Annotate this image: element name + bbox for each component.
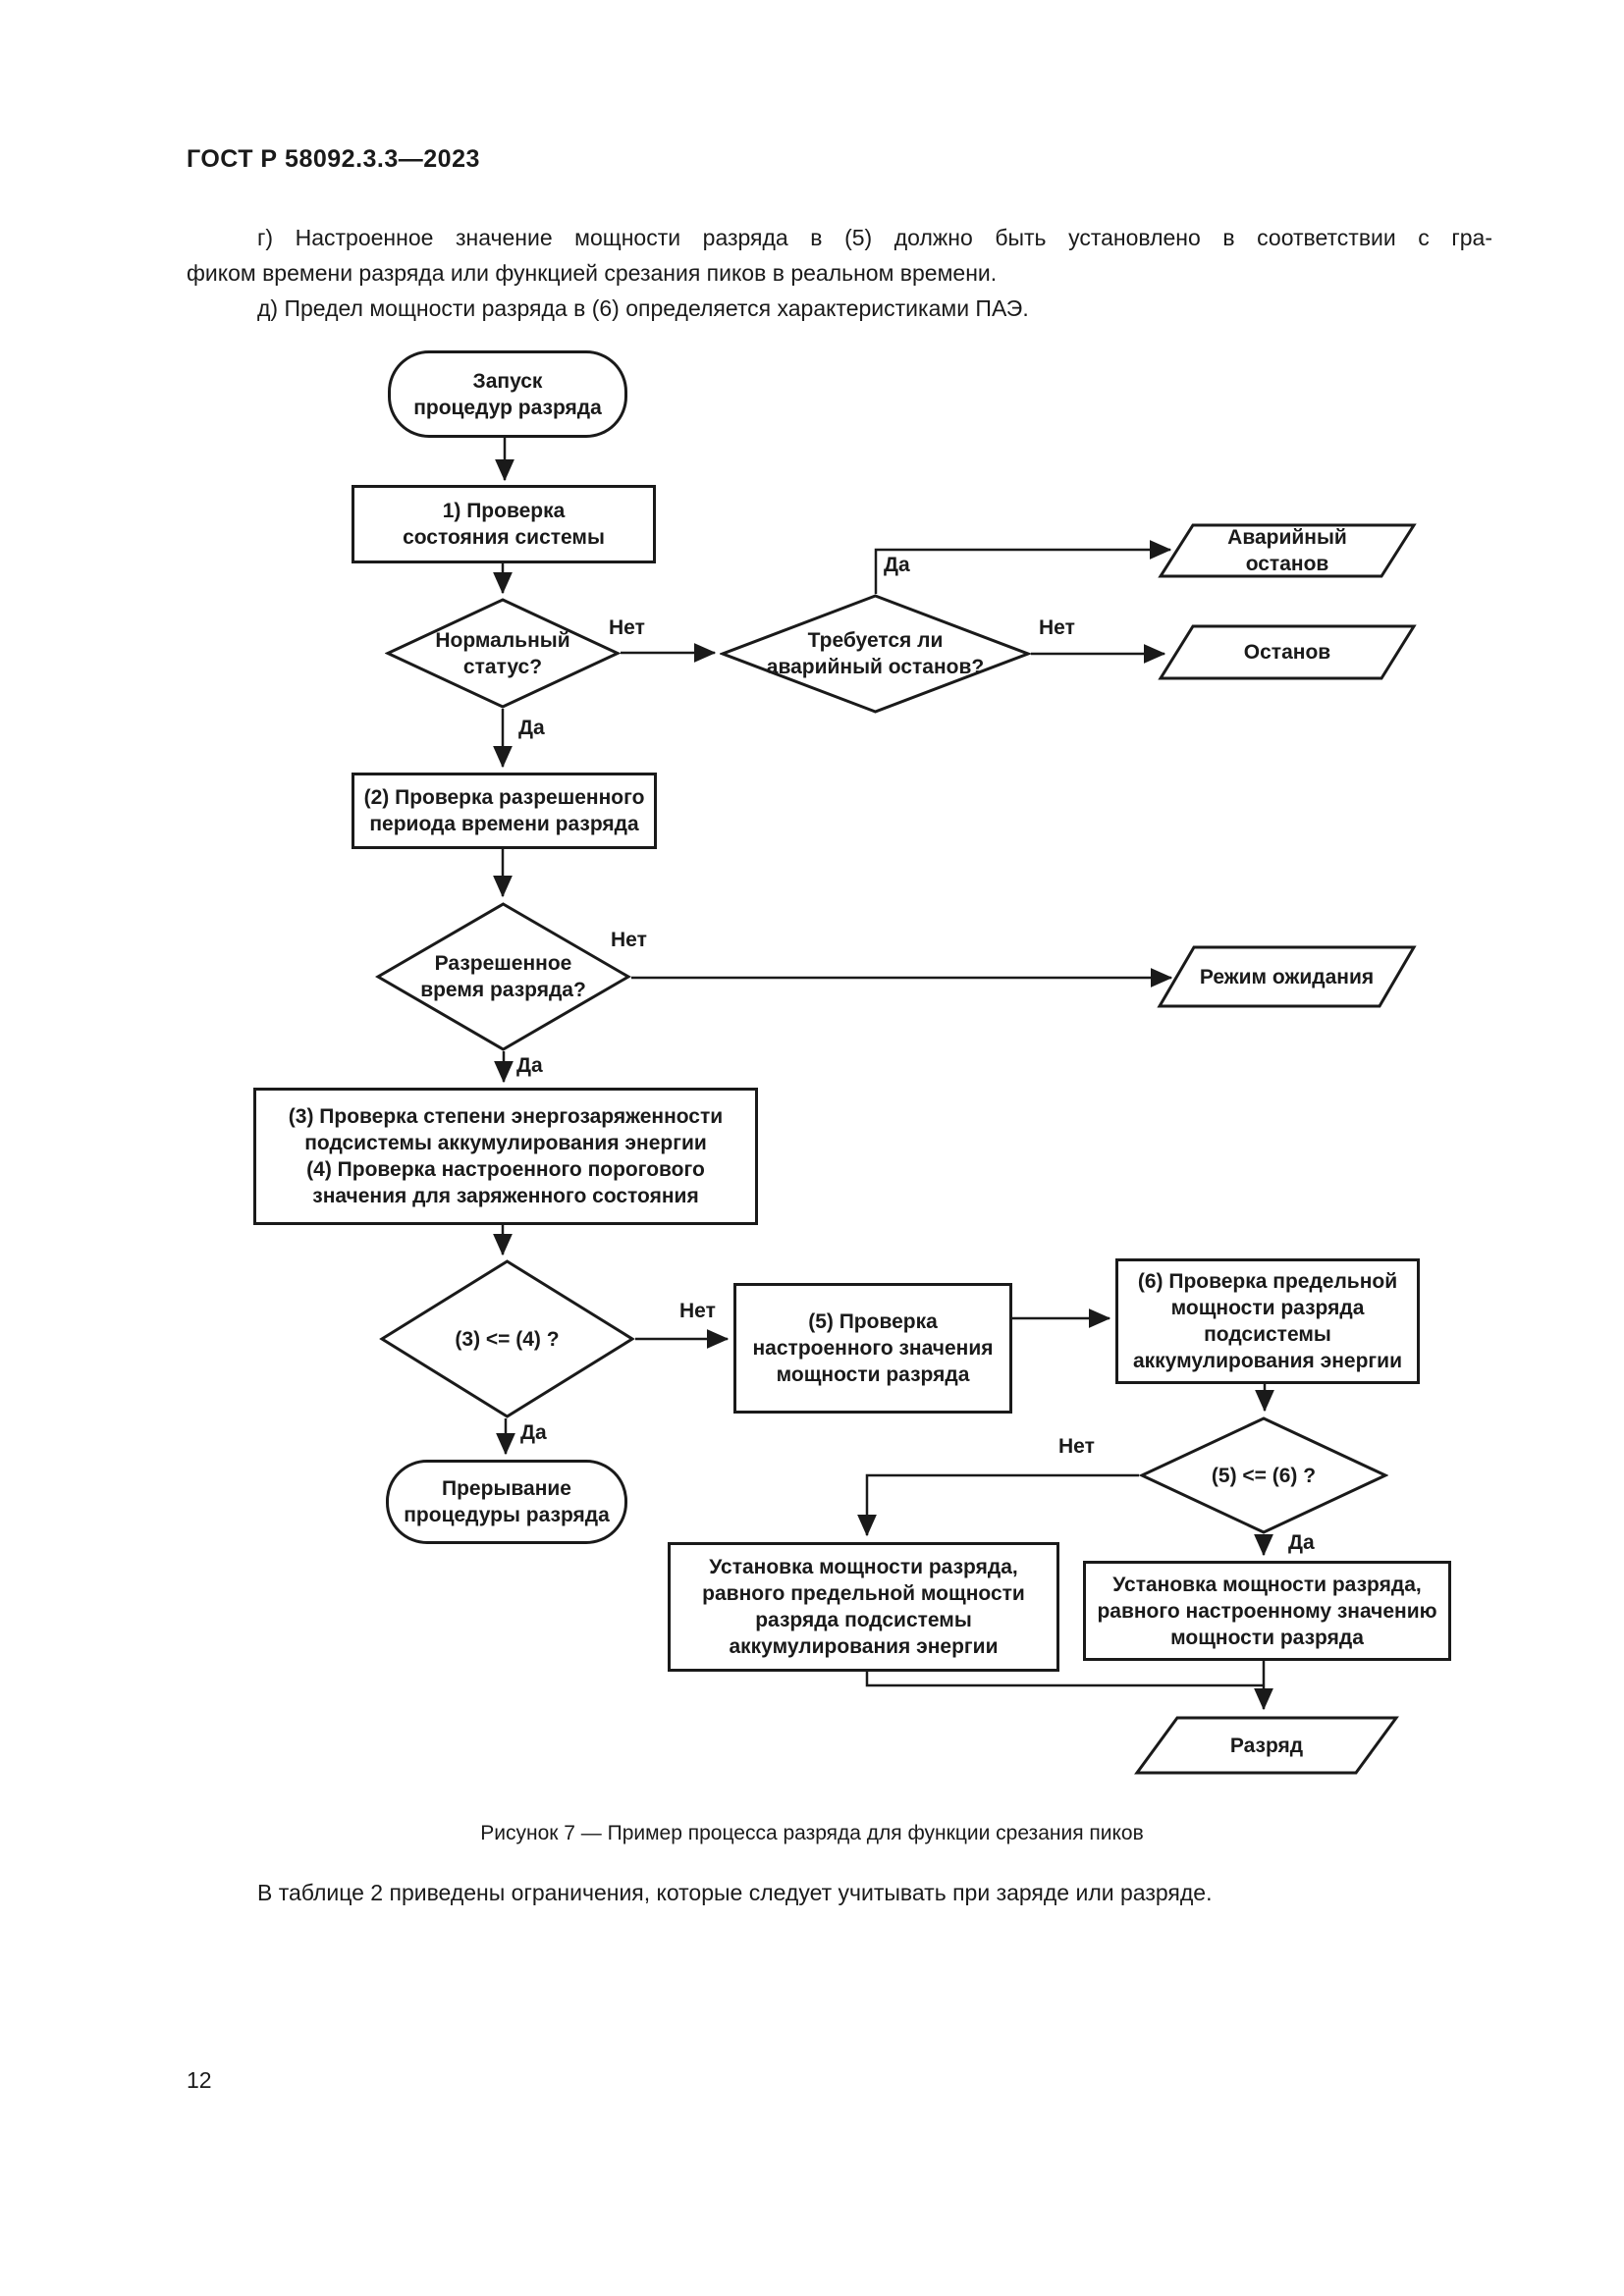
node-standby: Режим ожидания xyxy=(1157,945,1417,1008)
edge-label-yes: Да xyxy=(518,717,545,739)
edge-label-yes: Да xyxy=(1288,1531,1315,1554)
node-check-system: 1) Проверка состояния системы xyxy=(352,485,656,563)
flow-line xyxy=(865,1666,1264,1687)
node-emergency-needed-label: Требуется ли аварийный останов? xyxy=(766,629,985,678)
parallelogram-shape xyxy=(1158,624,1417,680)
diamond-shape xyxy=(375,902,631,1051)
diamond-shape xyxy=(385,598,621,709)
node-check-power-setting: (5) Проверка настроенного значения мощно… xyxy=(733,1283,1012,1414)
paragraph-g-line1: г) Настроенное значение мощности разряда… xyxy=(257,225,1492,250)
edge-label-yes: Да xyxy=(884,554,910,576)
node-interrupt-label: Прерывание процедуры разряда xyxy=(404,1477,610,1526)
figure-caption: Рисунок 7 — Пример процесса разряда для … xyxy=(480,1822,1144,1844)
node-emergency-stop-label: Аварийный останов xyxy=(1227,526,1347,575)
closing-paragraph: В таблице 2 приведены ограничения, котор… xyxy=(257,1880,1213,1905)
node-normal-status: Нормальный статус? xyxy=(385,598,621,709)
paragraph-d: д) Предел мощности разряда в (6) определ… xyxy=(257,295,1029,321)
node-discharge: Разряд xyxy=(1134,1716,1399,1775)
node-stop: Останов xyxy=(1158,624,1417,680)
node-discharge-label: Разряд xyxy=(1229,1734,1304,1757)
flow-arrow xyxy=(857,1473,1139,1537)
node-interrupt: Прерывание процедуры разряда xyxy=(386,1460,627,1544)
edge-label-no: Нет xyxy=(611,929,647,951)
edge-label-no: Нет xyxy=(1039,616,1075,639)
node-check-power-setting-label: (5) Проверка настроенного значения мощно… xyxy=(752,1310,994,1386)
node-normal-status-label: Нормальный статус? xyxy=(435,628,570,678)
node-set-configured-power-label: Установка мощности разряда, равного наст… xyxy=(1097,1573,1437,1649)
diamond-shape xyxy=(720,594,1031,714)
node-cmp-5-6-label: (5) <= (6) ? xyxy=(1211,1464,1317,1487)
edge-label-no: Нет xyxy=(609,616,645,639)
node-cmp-3-4-label: (3) <= (4) ? xyxy=(455,1327,560,1351)
paragraph-g: г) Настроенное значение мощности разряда… xyxy=(187,220,1492,291)
node-emergency-stop: Аварийный останов xyxy=(1158,523,1417,578)
flow-arrow xyxy=(874,540,1172,594)
node-cmp-3-4: (3) <= (4) ? xyxy=(379,1259,635,1418)
page-number: 12 xyxy=(187,2067,212,2093)
edge-label-yes: Да xyxy=(516,1054,543,1077)
edge-label-yes: Да xyxy=(520,1421,547,1444)
node-allowed-time: Разрешенное время разряда? xyxy=(375,902,631,1051)
node-allowed-time-label: Разрешенное время разряда? xyxy=(420,952,586,1001)
diamond-shape xyxy=(379,1259,635,1418)
node-check-soc: (3) Проверка степени энергозаряженности … xyxy=(253,1088,758,1225)
node-check-system-label: 1) Проверка состояния системы xyxy=(403,500,605,549)
node-set-limit-power-label: Установка мощности разряда, равного пред… xyxy=(702,1556,1025,1658)
paragraph-g-line2: фиком времени разряда или функцией среза… xyxy=(187,260,998,286)
edge-label-no: Нет xyxy=(1058,1435,1095,1458)
diamond-shape xyxy=(1139,1416,1388,1534)
node-check-power-limit-label: (6) Проверка предельной мощности разряда… xyxy=(1132,1270,1402,1372)
node-set-limit-power: Установка мощности разряда, равного пред… xyxy=(668,1542,1059,1672)
doc-header: ГОСТ Р 58092.3.3—2023 xyxy=(187,145,480,173)
node-start: Запуск процедур разряда xyxy=(388,350,627,438)
node-check-period: (2) Проверка разрешенного периода времен… xyxy=(352,773,657,849)
edge-label-no: Нет xyxy=(679,1300,716,1322)
node-emergency-needed: Требуется ли аварийный останов? xyxy=(720,594,1031,714)
node-start-label: Запуск процедур разряда xyxy=(413,369,602,419)
node-check-power-limit: (6) Проверка предельной мощности разряда… xyxy=(1115,1258,1420,1384)
parallelogram-shape xyxy=(1134,1716,1399,1775)
node-standby-label: Режим ожидания xyxy=(1199,965,1375,988)
node-check-period-label: (2) Проверка разрешенного периода времен… xyxy=(363,786,645,835)
node-check-soc-label: (3) Проверка степени энергозаряженности … xyxy=(288,1105,724,1207)
node-set-configured-power: Установка мощности разряда, равного наст… xyxy=(1083,1561,1451,1661)
node-cmp-5-6: (5) <= (6) ? xyxy=(1139,1416,1388,1534)
node-stop-label: Останов xyxy=(1243,641,1331,664)
